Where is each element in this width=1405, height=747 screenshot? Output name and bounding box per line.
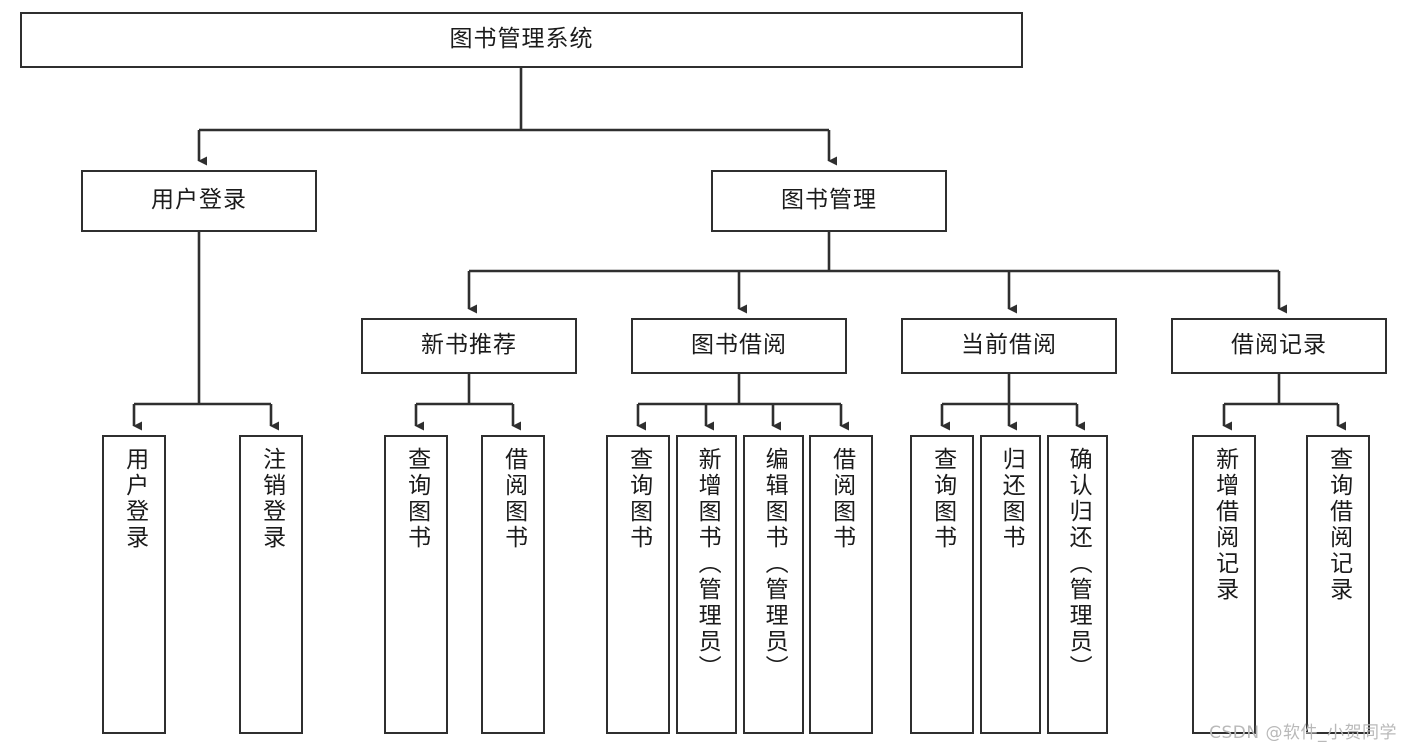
- leaf-current-return-book[interactable]: 归还图书: [980, 435, 1041, 734]
- leaf-user-login-login[interactable]: 用户登录: [102, 435, 166, 734]
- leaf-user-login-logout[interactable]: 注销登录: [239, 435, 303, 734]
- node-borrow-record[interactable]: 借阅记录: [1171, 318, 1387, 374]
- node-new-book-recommend[interactable]: 新书推荐: [361, 318, 577, 374]
- node-book-management[interactable]: 图书管理: [711, 170, 947, 232]
- leaf-record-add-borrow-record[interactable]: 新增借阅记录: [1192, 435, 1256, 734]
- leaf-borrow-add-book-admin[interactable]: 新增图书（管理员）: [676, 435, 737, 734]
- leaf-label: 编辑图书（管理员）: [761, 447, 788, 681]
- leaf-new-book-borrow[interactable]: 借阅图书: [481, 435, 545, 734]
- node-user-login[interactable]: 用户登录: [81, 170, 317, 232]
- leaf-label: 借阅图书: [500, 447, 527, 551]
- leaf-label: 借阅图书: [828, 447, 855, 551]
- leaf-label: 注销登录: [258, 447, 285, 551]
- leaf-new-book-query[interactable]: 查询图书: [384, 435, 448, 734]
- leaf-label: 用户登录: [121, 447, 148, 551]
- leaf-borrow-query-book[interactable]: 查询图书: [606, 435, 670, 734]
- leaf-label: 归还图书: [998, 447, 1025, 551]
- node-current-borrow[interactable]: 当前借阅: [901, 318, 1117, 374]
- leaf-label: 查询借阅记录: [1325, 447, 1352, 603]
- watermark: CSDN @软件_小贺同学: [1209, 723, 1397, 743]
- leaf-label: 查询图书: [403, 447, 430, 551]
- node-book-borrow[interactable]: 图书借阅: [631, 318, 847, 374]
- leaf-label: 查询图书: [929, 447, 956, 551]
- node-root-system[interactable]: 图书管理系统: [20, 12, 1023, 68]
- leaf-current-confirm-return-admin[interactable]: 确认归还（管理员）: [1047, 435, 1108, 734]
- leaf-record-query-borrow-record[interactable]: 查询借阅记录: [1306, 435, 1370, 734]
- leaf-label: 查询图书: [625, 447, 652, 551]
- leaf-borrow-borrow-book[interactable]: 借阅图书: [809, 435, 873, 734]
- leaf-label: 新增借阅记录: [1211, 447, 1238, 603]
- leaf-label: 确认归还（管理员）: [1065, 447, 1092, 681]
- leaf-current-query-book[interactable]: 查询图书: [910, 435, 974, 734]
- leaf-label: 新增图书（管理员）: [694, 447, 721, 681]
- leaf-borrow-edit-book-admin[interactable]: 编辑图书（管理员）: [743, 435, 804, 734]
